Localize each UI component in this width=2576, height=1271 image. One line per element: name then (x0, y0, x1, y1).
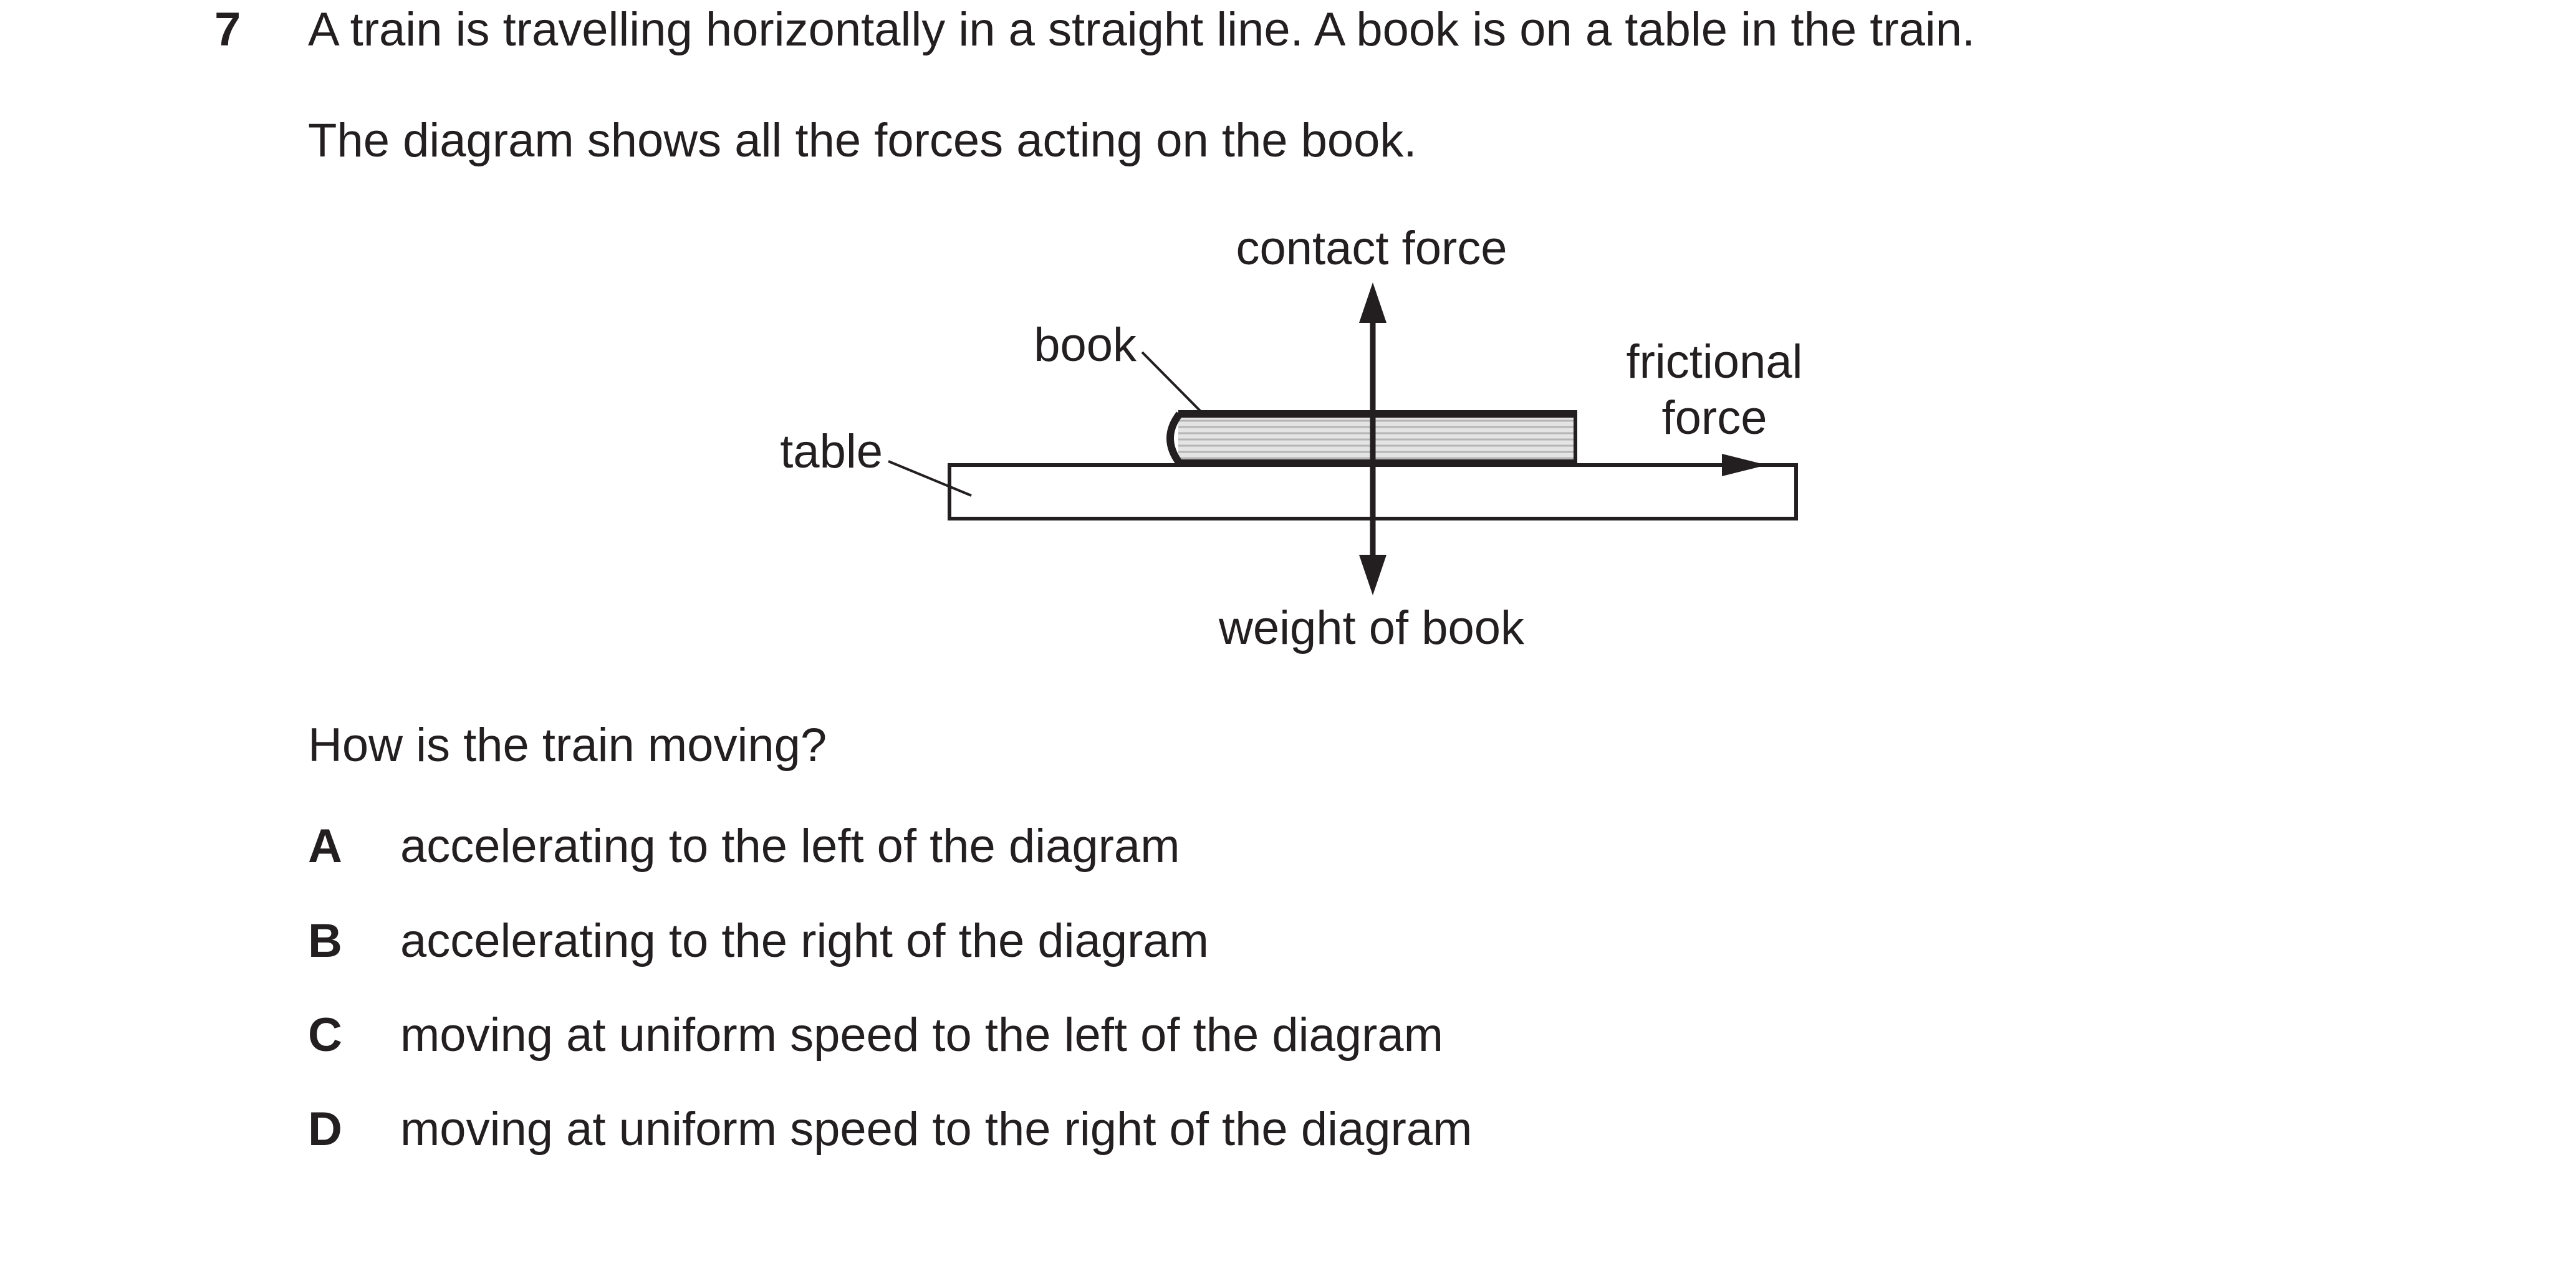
weight-arrow (1359, 465, 1387, 595)
frictional-force-label-line2: force (1662, 391, 1767, 444)
option-text: accelerating to the right of the diagram (400, 914, 1209, 967)
book-label: book (1034, 319, 1137, 372)
book-leader-line (1141, 351, 1204, 415)
table-label: table (780, 425, 883, 478)
book-shape (1166, 410, 1577, 467)
option-text: moving at uniform speed to the right of … (400, 1103, 1473, 1156)
option-text: moving at uniform speed to the left of t… (400, 1009, 1443, 1062)
table-leader-line (888, 460, 972, 497)
frictional-force-arrow (1577, 454, 1767, 476)
weight-label: weight of book (1218, 602, 1525, 655)
frictional-force-label-line1: frictional (1627, 335, 1803, 388)
contact-force-label: contact force (1236, 222, 1507, 275)
question-stem-line2: The diagram shows all the forces acting … (308, 114, 1417, 167)
option-text: accelerating to the left of the diagram (400, 820, 1180, 873)
option-letter: C (308, 1009, 342, 1062)
option-letter: B (308, 914, 342, 967)
question-stem-line1: A train is travelling horizontally in a … (308, 3, 1976, 56)
option-letter: A (308, 820, 342, 873)
question-number: 7 (214, 3, 241, 56)
question-prompt: How is the train moving? (308, 719, 827, 772)
option-letter: D (308, 1103, 342, 1156)
